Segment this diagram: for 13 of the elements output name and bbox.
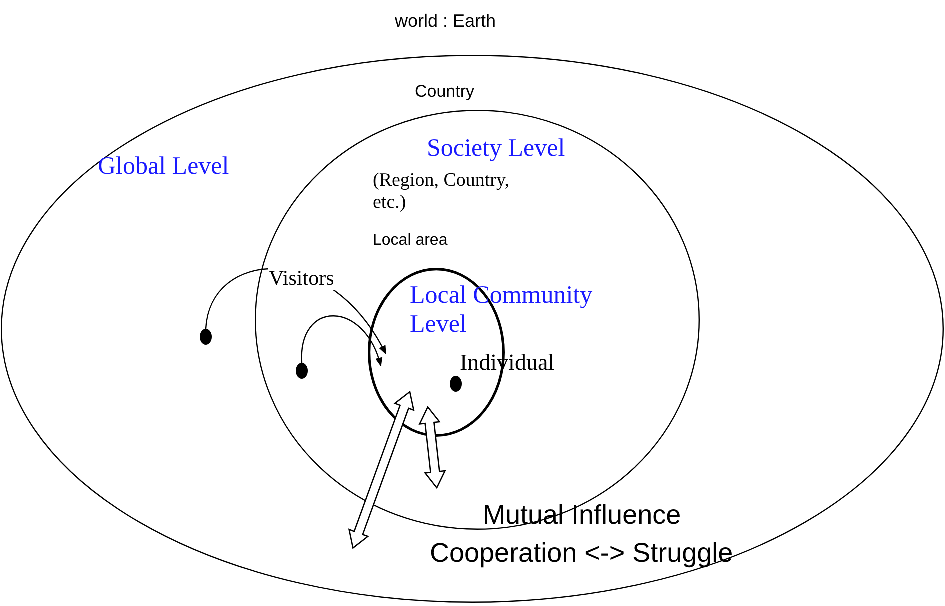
arrow — [205, 268, 387, 355]
double-arrow — [418, 406, 446, 490]
caption-text: Cooperation <-> Struggle — [430, 538, 734, 570]
note-text: (Region, Country, etc.) — [373, 170, 511, 214]
region-label: Country — [415, 82, 475, 102]
caption-text: Mutual Influence — [483, 500, 682, 532]
edge-label: Visitors — [268, 266, 336, 290]
title-text: world : Earth — [395, 11, 496, 32]
level-label: Global Level — [98, 153, 230, 182]
level-label: Society Level — [427, 135, 566, 164]
double-arrow — [348, 390, 415, 550]
arrow — [301, 316, 382, 367]
region-label: Local area — [373, 232, 448, 250]
